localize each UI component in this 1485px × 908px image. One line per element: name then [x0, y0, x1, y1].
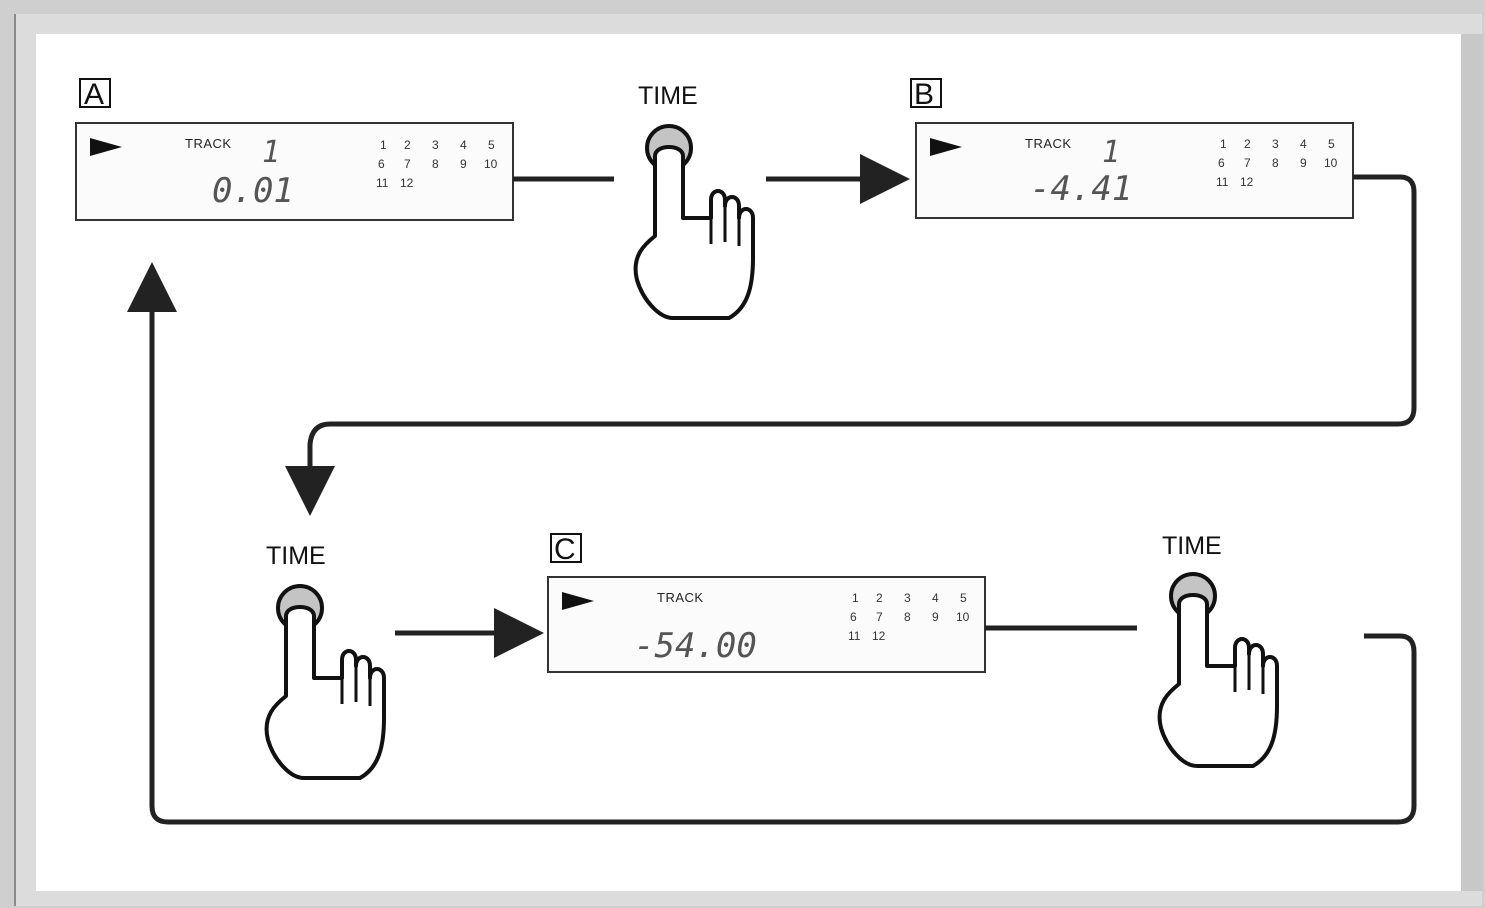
track-num: 10 [484, 157, 498, 171]
time-button-label: TIME [1162, 532, 1222, 560]
time-value-b: -4.41 [1030, 169, 1132, 209]
play-icon [562, 592, 594, 610]
time-value-a: 0.01 [212, 171, 294, 211]
panel-b-letter: B [914, 78, 934, 111]
track-num: 10 [1324, 156, 1338, 170]
track-num: 2 [1244, 137, 1251, 151]
track-num: 3 [1272, 137, 1279, 151]
hand-press-icon [633, 124, 755, 320]
track-num: 5 [1328, 137, 1335, 151]
track-num: 6 [850, 610, 857, 624]
panel-b: B TRACK 1 -4.41 1 2 3 4 5 6 7 8 9 10 11 … [910, 78, 1354, 219]
track-num: 9 [932, 610, 939, 624]
track-num: 1 [852, 591, 859, 605]
track-num: 2 [876, 591, 883, 605]
panel-c: C TRACK -54.00 1 2 3 4 5 6 7 8 9 10 11 1… [547, 533, 986, 673]
track-num: 8 [904, 610, 911, 624]
track-num: 11 [1216, 175, 1229, 189]
track-num: 4 [460, 138, 467, 152]
track-label-a: TRACK [185, 136, 232, 151]
arrow-back-to-a [127, 262, 1417, 825]
track-num: 7 [876, 610, 883, 624]
play-icon [930, 138, 962, 156]
track-num: 4 [1300, 137, 1307, 151]
track-grid-a: 1 2 3 4 5 6 7 8 9 10 11 12 [376, 138, 498, 190]
track-grid-c: 1 2 3 4 5 6 7 8 9 10 11 12 [848, 591, 970, 643]
track-label-c: TRACK [657, 590, 704, 605]
hand-press-icon [264, 584, 386, 780]
track-num: 7 [1244, 156, 1251, 170]
panel-a-letter-box [79, 78, 111, 108]
track-num: 7 [404, 157, 411, 171]
track-num: 6 [1218, 156, 1225, 170]
track-num: 9 [1300, 156, 1307, 170]
track-num: 11 [848, 629, 861, 643]
time-button-label: TIME [266, 542, 326, 570]
track-num: 4 [932, 591, 939, 605]
time-button-2[interactable]: TIME [264, 542, 386, 780]
track-grid-b: 1 2 3 4 5 6 7 8 9 10 11 12 [1216, 137, 1338, 189]
time-button-1[interactable]: TIME [633, 82, 755, 320]
track-num: 12 [400, 176, 414, 190]
connectors [127, 154, 1417, 825]
track-num: 6 [378, 157, 385, 171]
display-a [75, 122, 514, 221]
panel-b-letter-box [910, 78, 942, 108]
panel-a: A TRACK 1 0.01 1 2 3 4 5 6 7 8 9 10 11 1… [75, 78, 514, 221]
panel-shadow [1461, 34, 1483, 891]
track-value-a: 1 [262, 135, 280, 170]
track-num: 12 [872, 629, 886, 643]
track-num: 2 [404, 138, 411, 152]
time-button-label: TIME [638, 82, 698, 110]
track-num: 10 [956, 610, 970, 624]
track-num: 12 [1240, 175, 1254, 189]
panel-c-letter: C [554, 533, 576, 566]
time-value-c: -54.00 [634, 626, 757, 666]
track-num: 5 [488, 138, 495, 152]
track-num: 8 [1272, 156, 1279, 170]
track-value-b: 1 [1102, 135, 1120, 170]
display-b [915, 122, 1354, 219]
time-button-3[interactable]: TIME [1157, 532, 1279, 768]
track-num: 3 [904, 591, 911, 605]
panel-a-letter: A [84, 78, 104, 111]
track-num: 5 [960, 591, 967, 605]
hand-press-icon [1157, 572, 1279, 768]
panel-c-letter-box [550, 533, 582, 563]
track-num: 11 [376, 176, 389, 190]
track-num: 8 [432, 157, 439, 171]
track-num: 1 [1220, 137, 1227, 151]
arrow-b-to-time [285, 174, 1417, 516]
track-num: 9 [460, 157, 467, 171]
display-c [547, 576, 986, 673]
track-label-b: TRACK [1025, 136, 1072, 151]
play-icon [90, 138, 122, 156]
track-num: 3 [432, 138, 439, 152]
track-num: 1 [380, 138, 387, 152]
